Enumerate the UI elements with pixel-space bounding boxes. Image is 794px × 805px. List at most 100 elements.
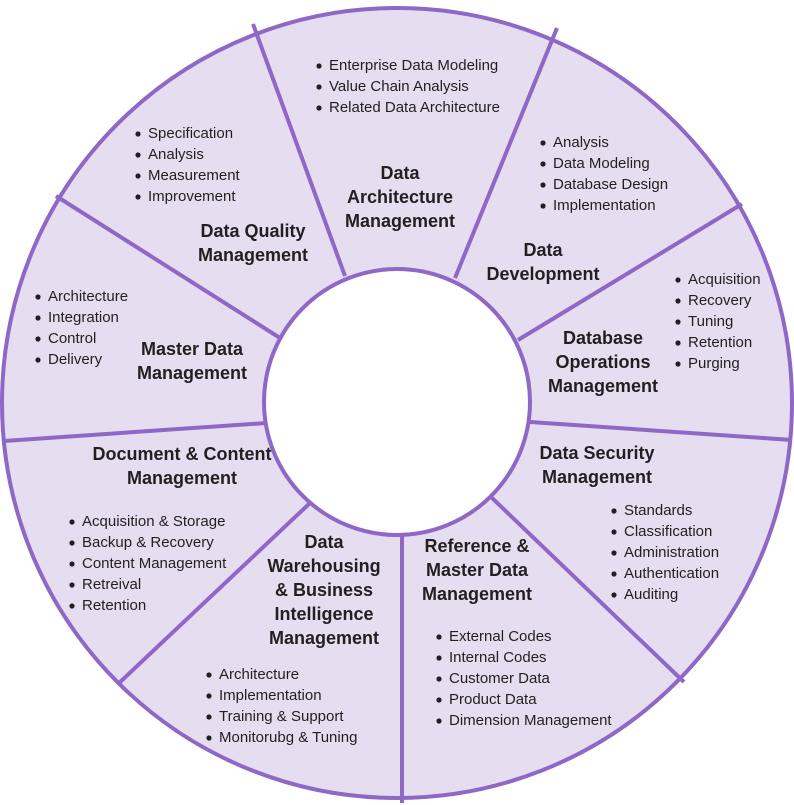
segment-item: Acquisition & Storage — [82, 513, 225, 530]
segment-item: Internal Codes — [449, 649, 547, 666]
bullet-icon — [540, 203, 546, 209]
bullet-icon — [69, 603, 75, 609]
segment-divider — [529, 420, 793, 442]
segment-title: Management — [345, 211, 455, 231]
bullet-icon — [316, 105, 322, 111]
segment-item: Training & Support — [219, 708, 344, 725]
segment-title: Reference & — [424, 536, 529, 556]
segment-divider — [453, 27, 559, 279]
segment-item: Retention — [688, 334, 752, 351]
segment-item: Implementation — [553, 197, 656, 214]
segment-data-security-management: Data SecurityManagementStandardsClassifi… — [539, 443, 719, 603]
segment-item: Measurement — [148, 167, 241, 184]
segment-item: Customer Data — [449, 670, 551, 687]
segment-title: & Business — [275, 580, 373, 600]
segment-item: Recovery — [688, 292, 752, 309]
segment-item: Architecture — [219, 666, 299, 683]
bullet-icon — [611, 508, 617, 514]
segment-item: Auditing — [624, 586, 678, 603]
segment-title: Management — [422, 584, 532, 604]
bullet-icon — [436, 718, 442, 724]
bullet-icon — [69, 519, 75, 525]
segment-item: Related Data Architecture — [329, 99, 500, 116]
segment-item: Analysis — [553, 134, 609, 151]
segment-item: Backup & Recovery — [82, 534, 214, 551]
segment-title: Database — [563, 328, 643, 348]
bullet-icon — [675, 340, 681, 346]
bullet-icon — [436, 676, 442, 682]
segment-divider — [3, 421, 267, 443]
bullet-icon — [206, 714, 212, 720]
segment-item: Authentication — [624, 565, 719, 582]
segment-item: Analysis — [148, 146, 204, 163]
segment-title: Management — [198, 245, 308, 265]
bullet-icon — [206, 735, 212, 741]
bullet-icon — [436, 655, 442, 661]
bullet-icon — [69, 540, 75, 546]
segment-item: Database Design — [553, 176, 668, 193]
bullet-icon — [675, 277, 681, 283]
segment-item: Architecture — [48, 288, 128, 305]
bullet-icon — [35, 315, 41, 321]
segment-item: Administration — [624, 544, 719, 561]
segment-divider — [54, 194, 282, 340]
bullet-icon — [206, 693, 212, 699]
segment-title: Management — [548, 376, 658, 396]
segment-title: Intelligence — [274, 604, 373, 624]
segment-master-data-management: Master DataManagementArchitectureIntegra… — [35, 288, 247, 383]
segment-item: Control — [48, 330, 96, 347]
bullet-icon — [206, 672, 212, 678]
segment-item: Enterprise Data Modeling — [329, 57, 498, 74]
segment-item: Product Data — [449, 691, 537, 708]
bullet-icon — [540, 140, 546, 146]
bullet-icon — [69, 561, 75, 567]
segment-title: Data Quality — [200, 221, 305, 241]
bullet-icon — [135, 173, 141, 179]
segment-title: Data — [523, 240, 563, 260]
bullet-icon — [675, 319, 681, 325]
bullet-icon — [611, 529, 617, 535]
bullet-icon — [611, 571, 617, 577]
bullet-icon — [135, 152, 141, 158]
segment-item: Specification — [148, 125, 233, 142]
segment-item: Retreival — [82, 576, 141, 593]
inner-hub — [262, 267, 532, 537]
bullet-icon — [675, 298, 681, 304]
segment-item: Improvement — [148, 188, 236, 205]
segment-item: Retention — [82, 597, 146, 614]
bullet-icon — [611, 592, 617, 598]
segment-item: Monitorubg & Tuning — [219, 729, 357, 746]
bullet-icon — [35, 336, 41, 342]
bullet-icon — [316, 63, 322, 69]
segment-title: Management — [137, 363, 247, 383]
segment-title: Architecture — [347, 187, 453, 207]
segment-divider — [488, 494, 686, 684]
segment-item: Integration — [48, 309, 119, 326]
segment-item: Acquisition — [688, 271, 761, 288]
segment-title: Warehousing — [267, 556, 380, 576]
segment-title: Management — [542, 467, 652, 487]
bullet-icon — [436, 697, 442, 703]
segment-reference-master-data-management: Reference &Master DataManagementExternal… — [422, 536, 612, 729]
segment-title: Document & Content — [93, 444, 272, 464]
segment-title: Development — [486, 264, 599, 284]
segment-item: External Codes — [449, 628, 552, 645]
bullet-icon — [135, 131, 141, 137]
segment-item: Tuning — [688, 313, 733, 330]
segment-item: Implementation — [219, 687, 322, 704]
segment-item: Classification — [624, 523, 712, 540]
segment-item: Dimension Management — [449, 712, 612, 729]
segment-title: Management — [269, 628, 379, 648]
segment-title: Operations — [555, 352, 650, 372]
segment-divider — [116, 501, 312, 686]
bullet-icon — [540, 182, 546, 188]
segment-title: Management — [127, 468, 237, 488]
segment-divider — [251, 23, 347, 277]
segment-document-content-management: Document & ContentManagementAcquisition … — [69, 444, 272, 614]
segment-item: Data Modeling — [553, 155, 650, 172]
